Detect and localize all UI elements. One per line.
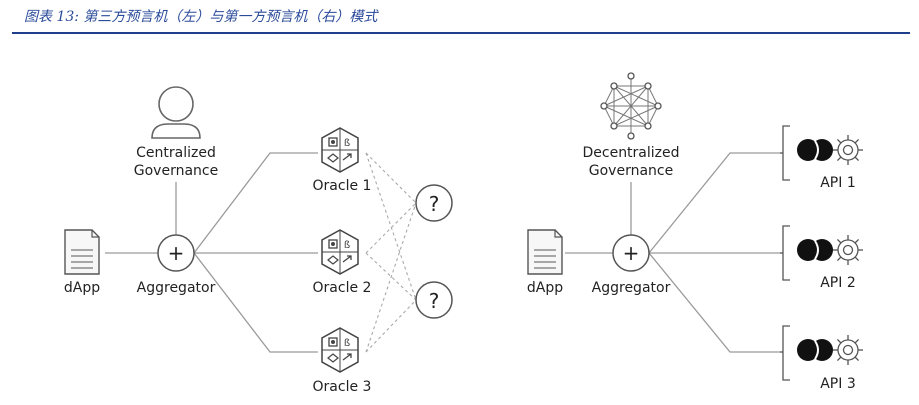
api-3-icon bbox=[796, 334, 864, 366]
oracle-1-icon bbox=[321, 127, 359, 173]
network-nodes bbox=[600, 72, 662, 140]
right-branch-3 bbox=[648, 252, 780, 353]
api-brackets bbox=[780, 125, 790, 381]
right-model: Decentralized Governance dApp + Aggregat… bbox=[527, 72, 864, 392]
dashed-links bbox=[365, 152, 417, 353]
left-aggregator-label: Aggregator bbox=[137, 280, 216, 296]
right-aggregator-node bbox=[612, 234, 650, 272]
right-branch-1 bbox=[648, 152, 780, 254]
right-governance-label-1: Decentralized bbox=[582, 145, 679, 161]
figure-caption: 图表 13: 第三方预言机（左）与第一方预言机（右）模式 bbox=[24, 9, 378, 25]
oracle-1-label: Oracle 1 bbox=[313, 178, 372, 194]
oracle-2-icon bbox=[321, 229, 359, 275]
api-1-icon bbox=[796, 134, 864, 166]
unknown-source-2-symbol: ? bbox=[429, 289, 440, 313]
caption-rule bbox=[12, 32, 910, 34]
left-branch-1 bbox=[193, 152, 318, 254]
unknown-source-2 bbox=[415, 281, 453, 319]
right-governance-label-2: Governance bbox=[589, 163, 673, 179]
left-model: Centralized Governance dApp + Aggregator… bbox=[64, 86, 453, 395]
network-icon bbox=[603, 76, 659, 136]
right-aggregator-symbol: + bbox=[623, 241, 640, 265]
left-governance-label-1: Centralized bbox=[136, 145, 216, 161]
left-aggregator-symbol: + bbox=[168, 241, 185, 265]
api-2-icon bbox=[796, 234, 864, 266]
oracle-2-label: Oracle 2 bbox=[313, 280, 372, 296]
api-1-label: API 1 bbox=[820, 175, 856, 191]
left-aggregator-node bbox=[157, 234, 195, 272]
right-dapp-icon bbox=[527, 229, 563, 275]
oracle-3-label: Oracle 3 bbox=[313, 379, 372, 395]
left-dapp-label: dApp bbox=[64, 280, 100, 296]
person-icon bbox=[151, 86, 201, 139]
api-2-label: API 2 bbox=[820, 275, 856, 291]
right-dapp-label: dApp bbox=[527, 280, 563, 296]
oracle-3-icon bbox=[321, 327, 359, 373]
left-branch-3 bbox=[193, 252, 318, 353]
left-dapp-icon bbox=[64, 229, 100, 275]
api-3-label: API 3 bbox=[820, 376, 856, 392]
right-aggregator-label: Aggregator bbox=[592, 280, 671, 296]
unknown-source-1-symbol: ? bbox=[429, 192, 440, 216]
unknown-source-1 bbox=[415, 184, 453, 222]
left-governance-label-2: Governance bbox=[134, 163, 218, 179]
